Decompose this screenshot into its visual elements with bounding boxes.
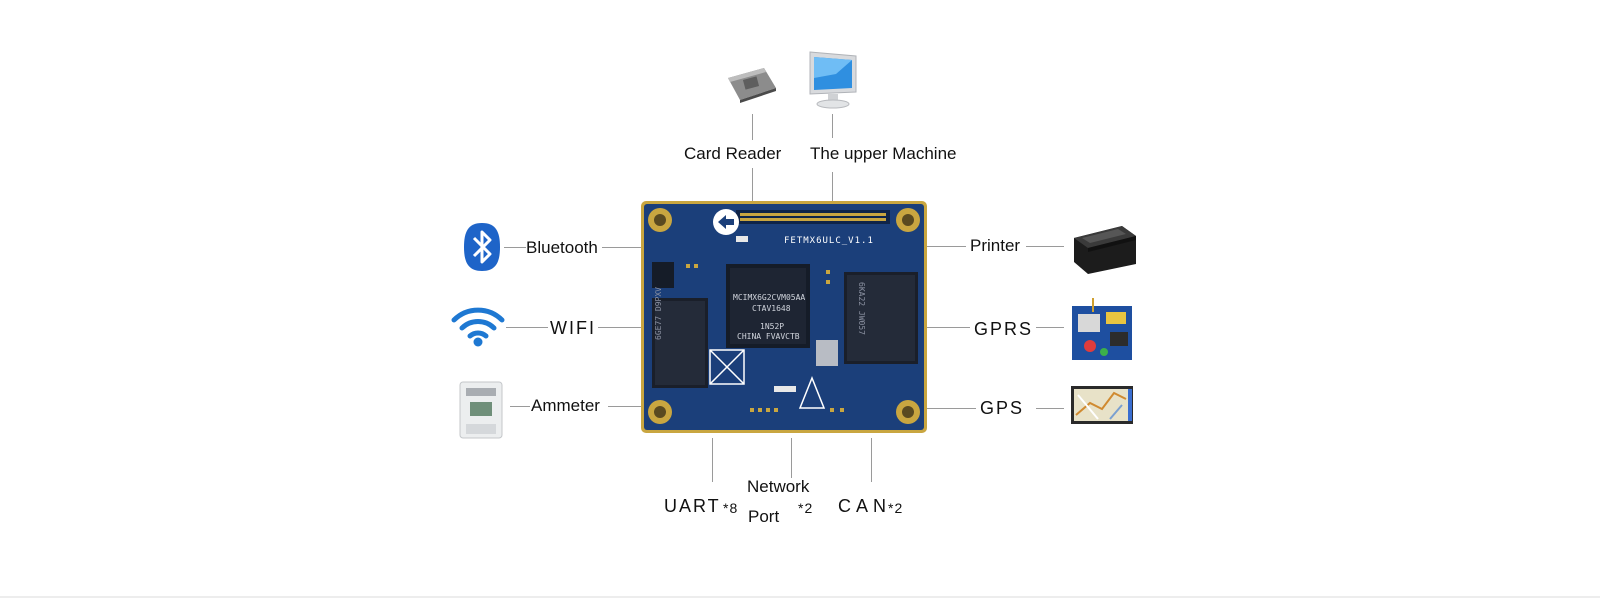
bluetooth-line-right: [602, 247, 642, 248]
gprs-board-icon: [1072, 298, 1132, 360]
bottom-divider: [0, 596, 1600, 598]
uart-count: *8: [723, 500, 739, 516]
printer-label: Printer: [970, 236, 1021, 255]
monitor-icon: [809, 51, 857, 109]
can-count: *2: [888, 500, 904, 516]
printer-line-right: [1026, 246, 1064, 247]
uart-label: UART: [664, 496, 721, 516]
wifi-line-right: [598, 327, 642, 328]
gprs-label: GPRS: [974, 319, 1034, 339]
wifi-line-left: [506, 327, 548, 328]
gps-label: GPS: [980, 398, 1025, 418]
ram-marking: 6GE77 D9PXV: [654, 287, 663, 340]
gprs-line-right: [1036, 327, 1064, 328]
bluetooth-icon: [464, 223, 500, 271]
ammeter-icon: [459, 381, 503, 439]
gprs-line-left: [926, 327, 970, 328]
ammeter-line-right: [608, 406, 642, 407]
uart-line: [712, 438, 713, 482]
card-reader-line-lower: [752, 168, 753, 202]
ammeter-label: Ammeter: [531, 396, 600, 415]
network-label-line2: Port: [748, 507, 780, 526]
board-model-label: FETMX6ULC_V1.1: [784, 236, 874, 246]
bluetooth-label: Bluetooth: [526, 238, 598, 257]
ammeter-line-left: [510, 406, 530, 407]
bluetooth-line-left: [504, 247, 526, 248]
som-board: [641, 201, 927, 433]
can-label: CAN: [838, 496, 892, 516]
flash-marking: 6KA22 JW057: [857, 282, 866, 335]
gps-map-icon: [1071, 386, 1133, 424]
cpu-marking-4: CHINA FVAVCTB: [737, 332, 800, 341]
gps-line-right: [1036, 408, 1064, 409]
upper-machine-label: The upper Machine: [810, 144, 957, 163]
cpu-marking-1: MCIMX6G2CVM05AA: [733, 293, 806, 302]
wifi-label: WIFI: [550, 318, 596, 338]
can-line: [871, 438, 872, 482]
card-reader-icon: [728, 68, 776, 103]
card-reader-label: Card Reader: [684, 144, 782, 163]
card-reader-line: [752, 114, 753, 140]
printer-icon: [1074, 226, 1136, 274]
printer-line-left: [926, 246, 966, 247]
network-label-line1: Network: [747, 477, 810, 496]
cpu-marking-3: 1N52P: [760, 322, 785, 331]
network-line: [791, 438, 792, 478]
upper-machine-line-lower: [832, 172, 833, 202]
upper-machine-line: [832, 114, 833, 138]
cpu-marking-2: CTAV1648: [752, 304, 791, 313]
network-count: *2: [798, 500, 814, 516]
gps-line-left: [926, 408, 976, 409]
wifi-icon: [451, 307, 505, 347]
